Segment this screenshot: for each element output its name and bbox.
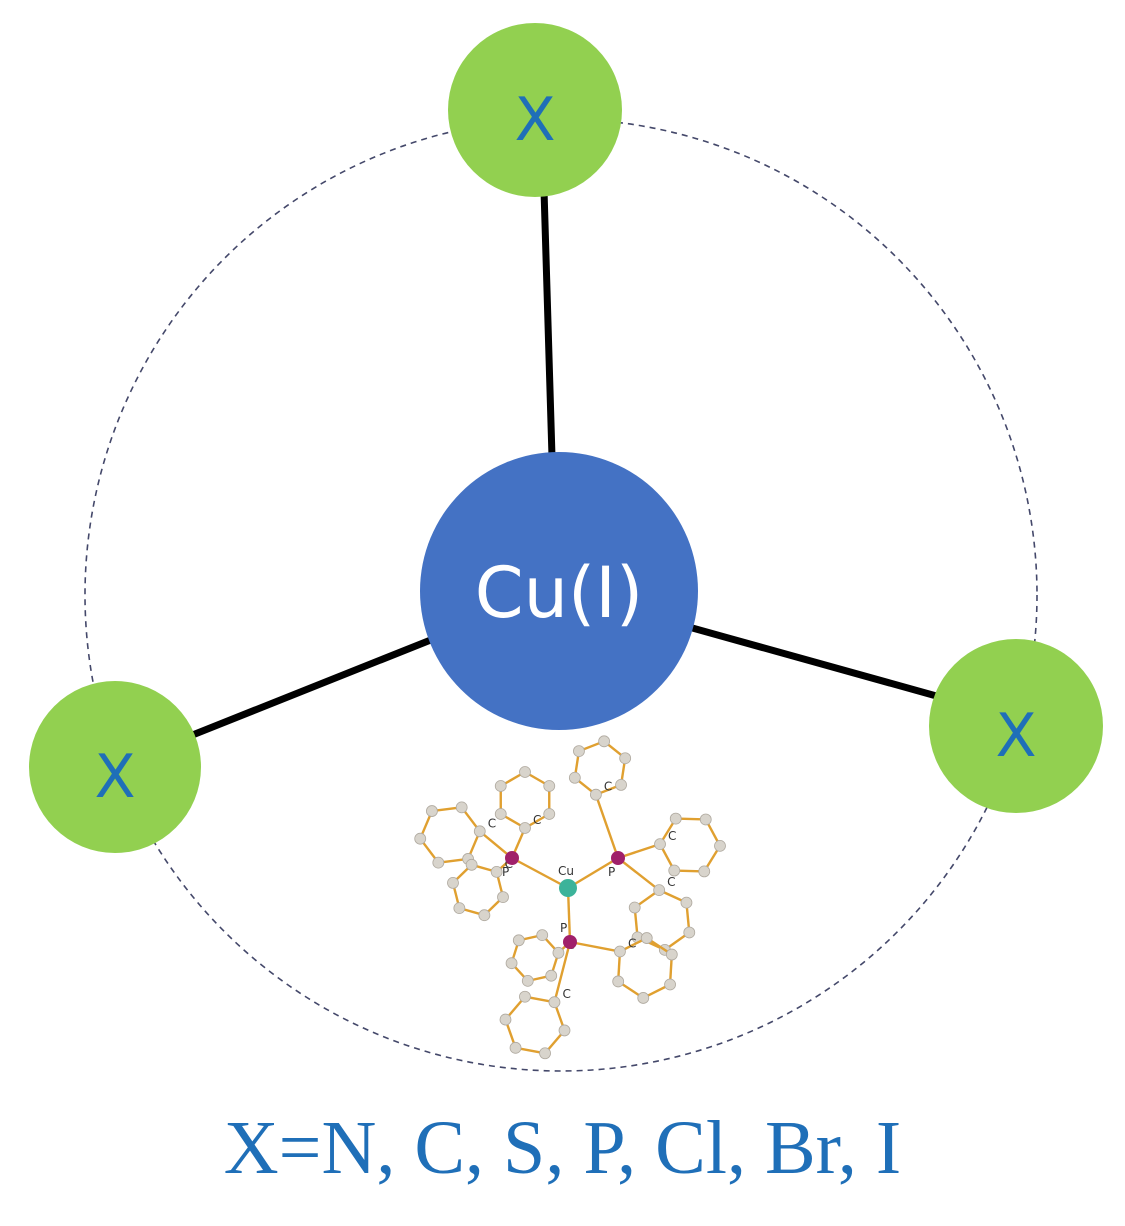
structure-atom-c <box>478 909 491 922</box>
structure-atom-c <box>447 877 459 889</box>
structure-atom-c <box>619 752 632 765</box>
structure-atom-c <box>699 813 712 826</box>
structure-atom-c <box>539 1047 551 1060</box>
structure-atom-c <box>505 957 518 970</box>
structure-atom-c <box>614 945 626 958</box>
structure-atom-c <box>521 974 534 987</box>
structure-atom-c <box>653 884 666 897</box>
structure-atom-c <box>426 805 438 817</box>
structure-atom-c <box>628 901 641 914</box>
structure-atom-c <box>519 766 531 778</box>
structure-atom-c <box>499 1013 512 1026</box>
structure-label-c: C <box>667 875 675 889</box>
structure-atom-c <box>669 812 682 825</box>
structure-label-p: P <box>502 865 509 879</box>
structure-atom-c <box>519 990 531 1003</box>
structure-atom-c <box>455 801 468 814</box>
structure-bond <box>511 856 569 890</box>
structure-atom-c <box>548 996 561 1009</box>
structure-atom-c <box>640 932 653 944</box>
structure-label-c: C <box>628 937 636 951</box>
ligand-left-circle <box>29 681 201 853</box>
ligand-top-label: X <box>514 85 555 155</box>
structure-bond <box>567 856 619 890</box>
structure-atom-c <box>568 771 581 784</box>
structure-label-cu: Cu <box>558 864 574 878</box>
structure-atom-c <box>453 902 466 915</box>
coordination-sphere <box>84 118 1038 1072</box>
structure-atom-p <box>505 851 519 865</box>
structure-atom-c <box>509 1041 522 1054</box>
center-label: Cu(I) <box>475 552 644 634</box>
crystal-structure-image: CCCCCCCCCPPPCu <box>414 735 726 1060</box>
structure-bond <box>566 887 572 943</box>
center-node: Cu(I) <box>420 452 698 730</box>
structure-atom-c <box>473 825 486 838</box>
structure-atom-c <box>494 780 507 792</box>
structure-atom-c <box>654 838 666 851</box>
structure-atom-p <box>611 851 625 865</box>
ligand-right-circle <box>929 639 1103 813</box>
structure-atom-c <box>536 929 549 942</box>
structure-atom-cu <box>559 879 577 897</box>
structure-atom-c <box>543 780 556 792</box>
ligand-top: X <box>448 23 622 197</box>
structure-atom-c <box>552 946 565 959</box>
structure-atom-c <box>465 858 478 871</box>
structure-bond <box>617 842 661 860</box>
structure-atom-c <box>414 832 427 845</box>
center-circle <box>420 452 698 730</box>
structure-atom-c <box>668 864 681 877</box>
structure-atom-c <box>497 891 509 903</box>
structure-atom-c <box>519 822 531 834</box>
structure-atom-c <box>589 788 602 801</box>
ligand-left: X <box>29 681 201 853</box>
structure-atom-p <box>563 935 577 949</box>
structure-atom-c <box>683 926 696 939</box>
structure-atom-c <box>573 745 585 757</box>
structure-atom-c <box>612 975 625 988</box>
ligand-caption: X=N, C, S, P, Cl, Br, I <box>223 1106 902 1190</box>
structure-atom-c <box>432 856 445 869</box>
ligand-right: X <box>929 639 1103 813</box>
ligand-right-label: X <box>995 701 1036 771</box>
structure-bond <box>553 941 572 1003</box>
structure-atom-c <box>558 1024 571 1037</box>
structure-atom-c <box>512 934 525 947</box>
ligand-left-label: X <box>94 742 135 812</box>
structure-atom-c <box>545 969 558 982</box>
structure-atom-c <box>714 839 726 852</box>
structure-label-c: C <box>488 816 496 830</box>
structure-atom-c <box>598 735 611 748</box>
structure-bond <box>569 940 621 953</box>
structure-atom-c <box>490 865 503 878</box>
structure-atom-c <box>680 896 693 909</box>
structure-atom-c <box>494 808 507 820</box>
structure-atom-c <box>543 808 556 820</box>
structure-atom-c <box>637 992 650 1004</box>
structure-label-c: C <box>668 829 676 843</box>
structure-label-c: C <box>604 780 612 794</box>
structure-atom-c <box>664 978 676 991</box>
structure-bond <box>594 794 620 859</box>
ligand-top-circle <box>448 23 622 197</box>
structure-label-p: P <box>560 921 567 935</box>
structure-atom-c <box>698 865 711 878</box>
structure-label-c: C <box>533 813 541 827</box>
structure-atom-c <box>615 779 627 791</box>
structure-label-p: P <box>608 865 615 879</box>
structure-bond <box>617 857 660 892</box>
structure-label-c: C <box>562 987 570 1001</box>
structure-atom-c <box>665 948 678 961</box>
